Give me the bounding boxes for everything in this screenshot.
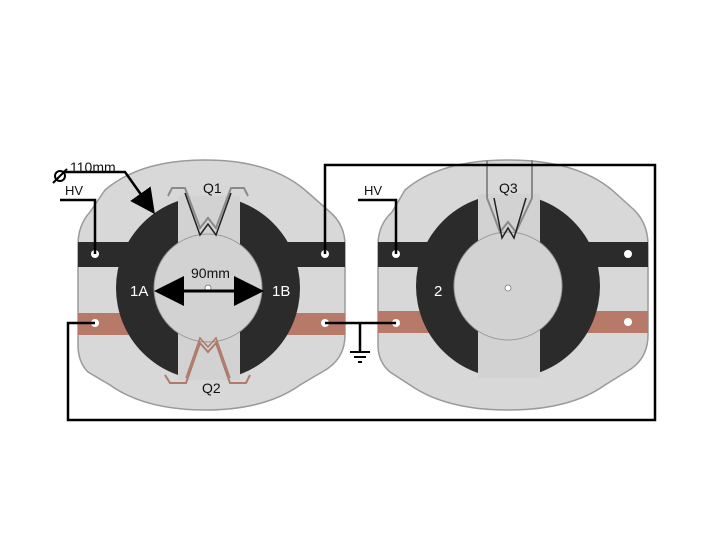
right-hv-wire (358, 198, 398, 254)
left-hv-wire (60, 198, 97, 254)
q1-quartz (167, 187, 249, 230)
q1-zigzag (184, 192, 232, 237)
disk-2-center-hole (504, 284, 512, 292)
q2-quartz (164, 341, 251, 384)
label-hv-left: HV (65, 183, 83, 198)
label-2: 2 (434, 283, 442, 300)
left-assembly (77, 159, 346, 411)
label-q1: Q1 (203, 180, 222, 196)
right-assembly (377, 159, 649, 411)
top-loop-wire (66, 163, 657, 422)
diameter-icon (52, 168, 68, 184)
diameter-110-pointer (62, 170, 155, 215)
label-1a: 1A (130, 283, 148, 300)
label-1b: 1B (272, 283, 290, 300)
wiring (60, 163, 657, 422)
label-110mm: 110mm (70, 159, 116, 175)
q3-zigzag (493, 197, 527, 241)
label-90mm: 90mm (191, 265, 230, 281)
label-q2: Q2 (202, 380, 221, 396)
label-q3: Q3 (499, 180, 518, 196)
label-hv-right: HV (364, 183, 382, 198)
right-right-hv-terminal (624, 250, 632, 258)
q3-quartz (486, 160, 533, 234)
right-right-gnd-terminal (624, 318, 632, 326)
ground-icon (350, 351, 370, 363)
q2-zigzag (185, 336, 231, 379)
